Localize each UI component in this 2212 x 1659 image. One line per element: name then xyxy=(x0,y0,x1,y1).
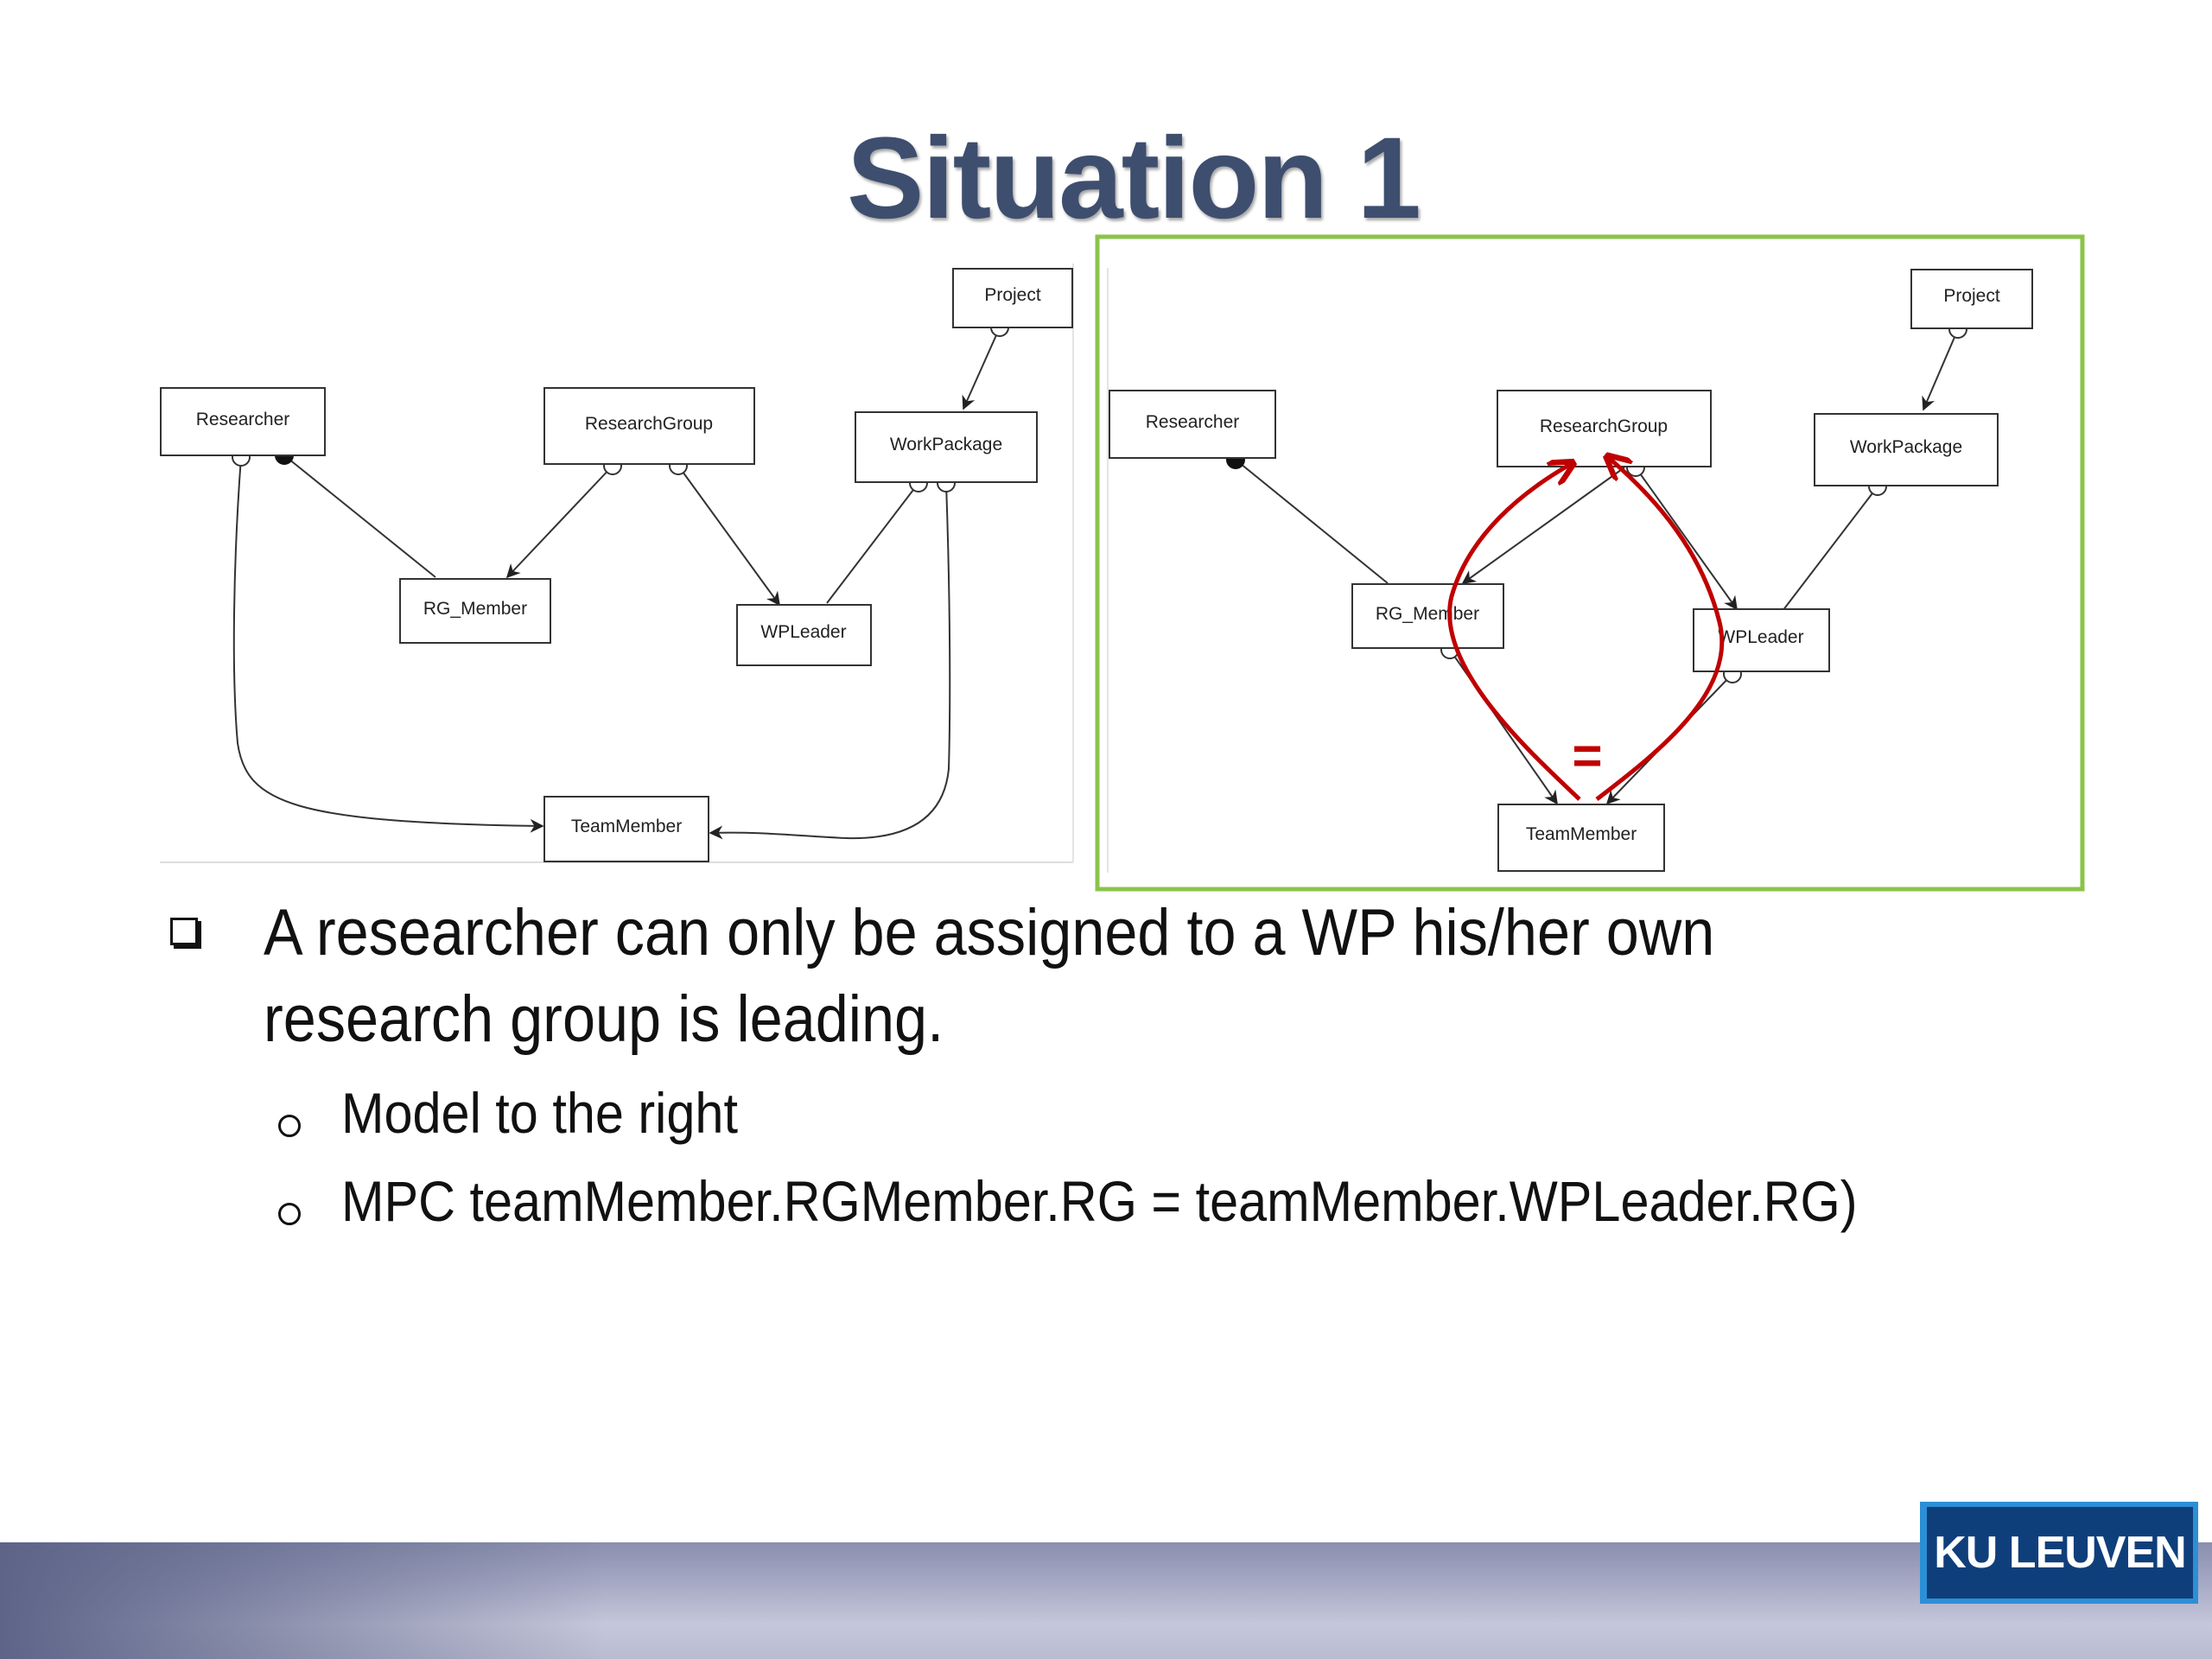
left-label-researcher: Researcher xyxy=(196,410,290,429)
equals-annotation: = xyxy=(1572,727,1602,785)
right-label-researchgroup: ResearchGroup xyxy=(1540,416,1668,436)
right-connectors xyxy=(1226,320,1967,683)
constraint-paths xyxy=(1447,458,1725,801)
right-label-wpleader: WPLeader xyxy=(1718,627,1803,647)
right-box-researchgroup: ResearchGroup xyxy=(1497,390,1712,467)
slide-title: Situation 1 xyxy=(847,114,1421,243)
logo-text: KU LEUVEN xyxy=(1934,1528,2186,1578)
right-box-rgmember: RG_Member xyxy=(1351,583,1504,649)
right-edges xyxy=(1235,328,1959,805)
left-box-project: Project xyxy=(952,268,1073,328)
right-label-rgmember: RG_Member xyxy=(1376,604,1479,624)
highlight-frame xyxy=(1095,234,2085,892)
right-label-researcher: Researcher xyxy=(1146,412,1240,432)
left-box-researchgroup: ResearchGroup xyxy=(543,387,755,465)
left-edges xyxy=(232,327,1001,840)
right-diagram: Project Researcher ResearchGroup WorkPac… xyxy=(1095,234,2085,892)
left-label-rgmember: RG_Member xyxy=(423,599,527,619)
right-label-workpackage: WorkPackage xyxy=(1850,437,1962,457)
footer-gradient xyxy=(0,1542,605,1659)
left-diagram: Project Researcher ResearchGroup WorkPac… xyxy=(160,264,1074,863)
right-box-project: Project xyxy=(1910,269,2033,329)
left-box-wpleader: WPLeader xyxy=(736,604,872,666)
right-box-researcher: Researcher xyxy=(1109,390,1276,459)
right-label-project: Project xyxy=(1943,286,2000,306)
left-box-workpackage: WorkPackage xyxy=(855,411,1038,483)
left-label-workpackage: WorkPackage xyxy=(890,435,1002,454)
left-label-wpleader: WPLeader xyxy=(760,622,846,642)
ku-leuven-logo: KU LEUVEN xyxy=(1920,1502,2198,1604)
left-label-project: Project xyxy=(984,285,1041,305)
left-label-teammember: TeamMember xyxy=(571,817,682,836)
right-label-teammember: TeamMember xyxy=(1526,824,1637,844)
right-box-teammember: TeamMember xyxy=(1497,804,1665,872)
left-box-researcher: Researcher xyxy=(160,387,326,456)
left-box-rgmember: RG_Member xyxy=(399,578,551,644)
left-box-teammember: TeamMember xyxy=(543,796,709,862)
right-box-wpleader: WPLeader xyxy=(1693,608,1830,672)
left-label-researchgroup: ResearchGroup xyxy=(585,414,713,434)
right-box-workpackage: WorkPackage xyxy=(1814,413,1999,486)
